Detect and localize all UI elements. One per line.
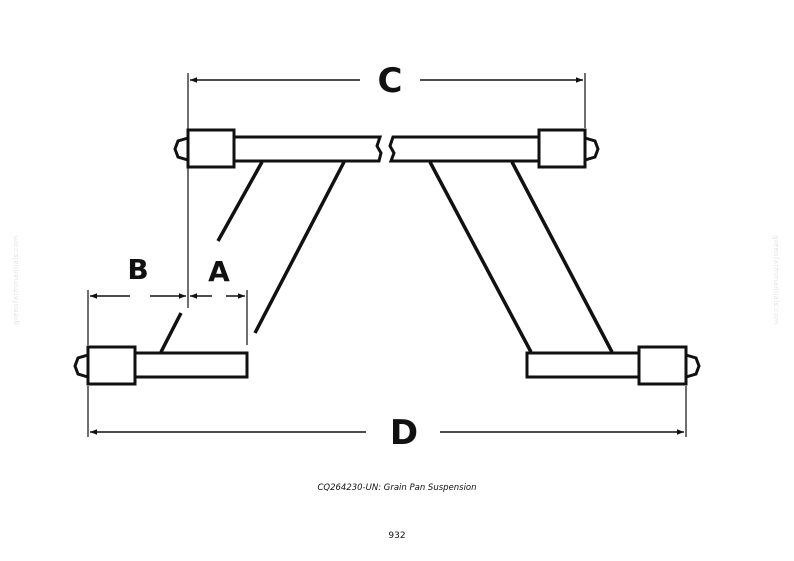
bottom-left-bushing [86, 345, 137, 386]
watermark-right: greenfarmmanuals.com [772, 235, 780, 325]
top-suspension-bar [173, 128, 600, 169]
dimension-b-label: B [127, 253, 148, 286]
right-hanger-inner [428, 161, 533, 353]
bottom-left-end-stub [73, 352, 90, 380]
watermark-left: greenfarmmanuals.com [12, 235, 20, 325]
dimension-extension-lines [87, 73, 687, 437]
top-right-end-stub [583, 135, 600, 163]
right-hanger-outer [510, 161, 614, 353]
left-hanger-outer [253, 161, 346, 334]
bottom-right-bushing [637, 345, 688, 386]
bottom-right-end-stub [684, 352, 701, 380]
figure-caption: CQ264230-UN: Grain Pan Suspension [317, 483, 477, 493]
page-number: 932 [388, 531, 406, 541]
bottom-left-suspension-bar [73, 345, 249, 386]
dimension-a-label: A [208, 255, 230, 288]
right-hanger-links [428, 161, 614, 353]
left-hanger-links [159, 161, 346, 353]
top-right-tube [388, 135, 541, 163]
top-right-bushing [537, 128, 587, 169]
left-hanger-inner-upper [216, 161, 264, 242]
bottom-left-tube [133, 351, 249, 379]
left-hanger-inner-lower [159, 312, 183, 353]
top-left-end-stub [173, 135, 190, 163]
bottom-right-suspension-bar [525, 345, 701, 386]
top-left-tube [232, 135, 383, 163]
dimension-c-label: C [378, 61, 403, 101]
bottom-right-tube [525, 351, 641, 379]
dimension-d-label: D [390, 413, 418, 453]
top-left-bushing [186, 128, 236, 169]
